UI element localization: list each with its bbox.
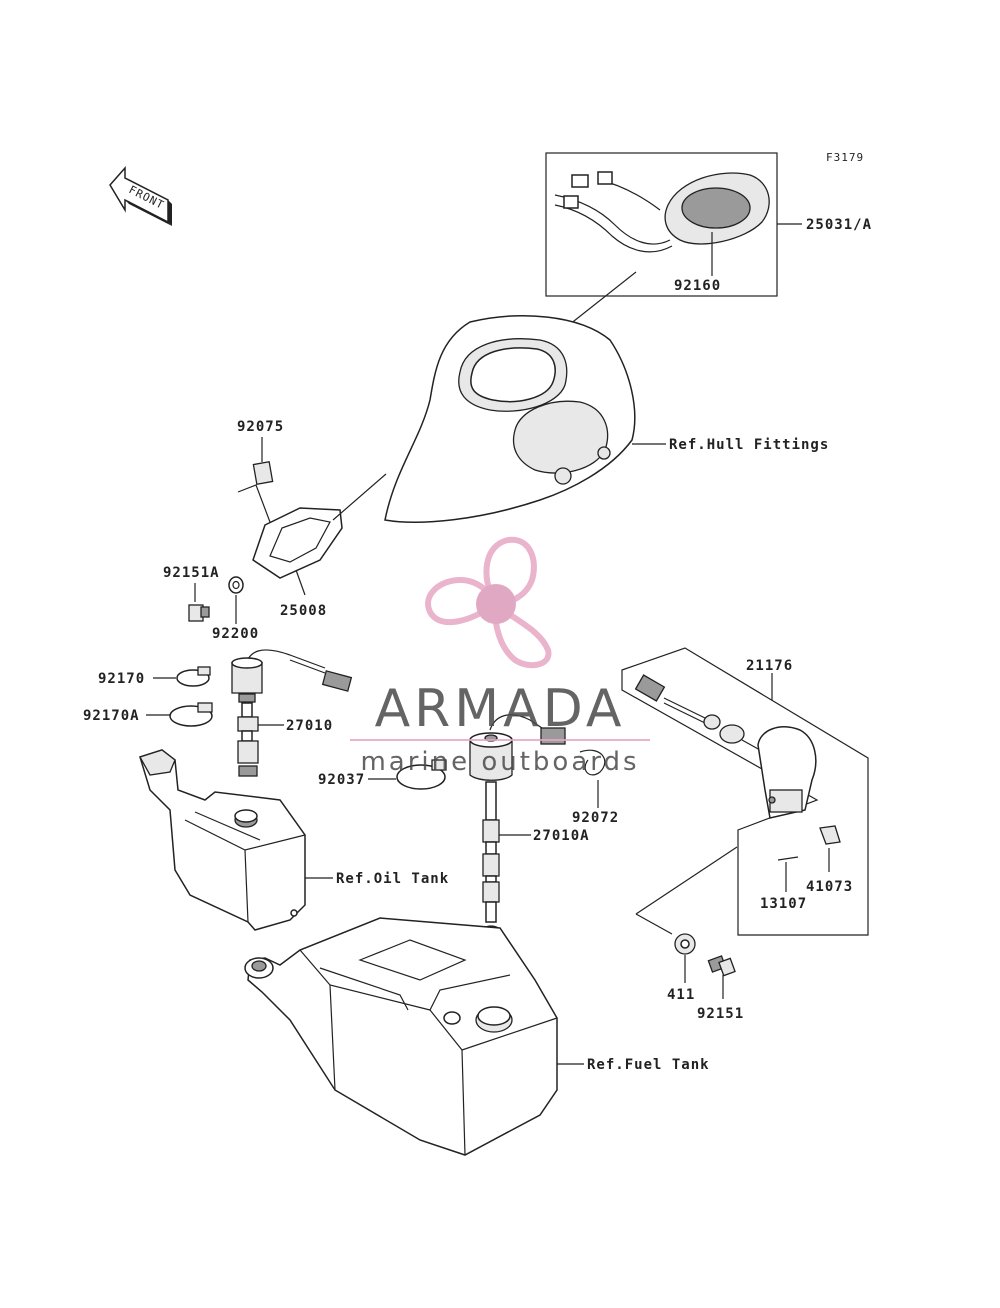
part-label-411: 411 [667,987,695,1003]
oil-level-sensor-27010: 27010 [231,649,353,777]
bolt-thread-icon [200,606,210,618]
part-label-27010a: 27010A [533,828,590,844]
figure-code: F3179 [826,151,864,164]
washer-411-bolt-92151: 411 92151 [667,933,744,1022]
float-icon [237,740,259,764]
watermark-brand: ARMADA [375,679,626,739]
clamp-screw-icon [431,759,447,771]
connector-icon [321,670,353,692]
meter-assembly-group: 25031/A 92160 [511,152,872,371]
front-direction-arrow: FRONT [109,166,172,226]
part-label-41073: 41073 [806,879,853,895]
float-icon [482,881,500,903]
hull-fitting-housing: Ref.Hull Fittings [384,315,829,523]
part-label-27010: 27010 [286,718,333,734]
connector-icon [597,171,613,185]
clamp-92037: 92037 [318,759,447,790]
part-label-92200: 92200 [212,626,259,642]
connector-icon [563,195,579,209]
armada-watermark: ARMADA marine outboards [350,536,650,777]
ref-hull-fittings-label: Ref.Hull Fittings [669,437,829,453]
float-icon [482,819,500,843]
clamp-screw-icon [197,666,211,676]
sensor-head [469,739,513,781]
bracket-group: 92075 25008 [237,419,387,619]
part-label-92075: 92075 [237,419,284,435]
pin-icon [777,856,799,861]
clip-icon [819,825,841,845]
connector-icon [571,174,589,188]
float-icon [237,716,259,732]
connector-icon [634,674,666,702]
part-label-92170: 92170 [98,671,145,687]
part-label-21176: 21176 [746,658,793,674]
band-92072: 92072 [572,749,619,826]
sensor-box-21176: 21176 41073 13107 [621,647,869,936]
part-label-92151: 92151 [697,1006,744,1022]
band-icon [579,749,606,776]
float-icon [482,853,500,877]
washer-icon [228,576,244,594]
pad-icon [252,461,274,485]
watermark-tagline: marine outboards [360,747,639,777]
bolt-92151a: 92151A 92200 [163,565,259,642]
part-label-92170a: 92170A [83,708,140,724]
part-label-25008: 25008 [280,603,327,619]
part-label-92037: 92037 [318,772,365,788]
ref-oil-tank-label: Ref.Oil Tank [336,871,449,887]
part-label-25031a: 25031/A [806,217,872,233]
propeller-logo-icon [425,536,552,669]
fuel-tank: Ref.Fuel Tank [244,917,710,1156]
bracket-25008 [252,507,343,579]
part-label-92072: 92072 [572,810,619,826]
part-label-92151a: 92151A [163,565,220,581]
part-label-13107: 13107 [760,896,807,912]
oil-tank: Ref.Oil Tank [139,749,449,931]
meter-display [681,187,751,229]
clamp-screw-icon [197,702,213,713]
clamp-icon [396,764,446,790]
ref-fuel-tank-label: Ref.Fuel Tank [587,1057,710,1073]
part-label-92160: 92160 [674,278,721,294]
clamps-group: 92170 92170A [83,666,213,727]
